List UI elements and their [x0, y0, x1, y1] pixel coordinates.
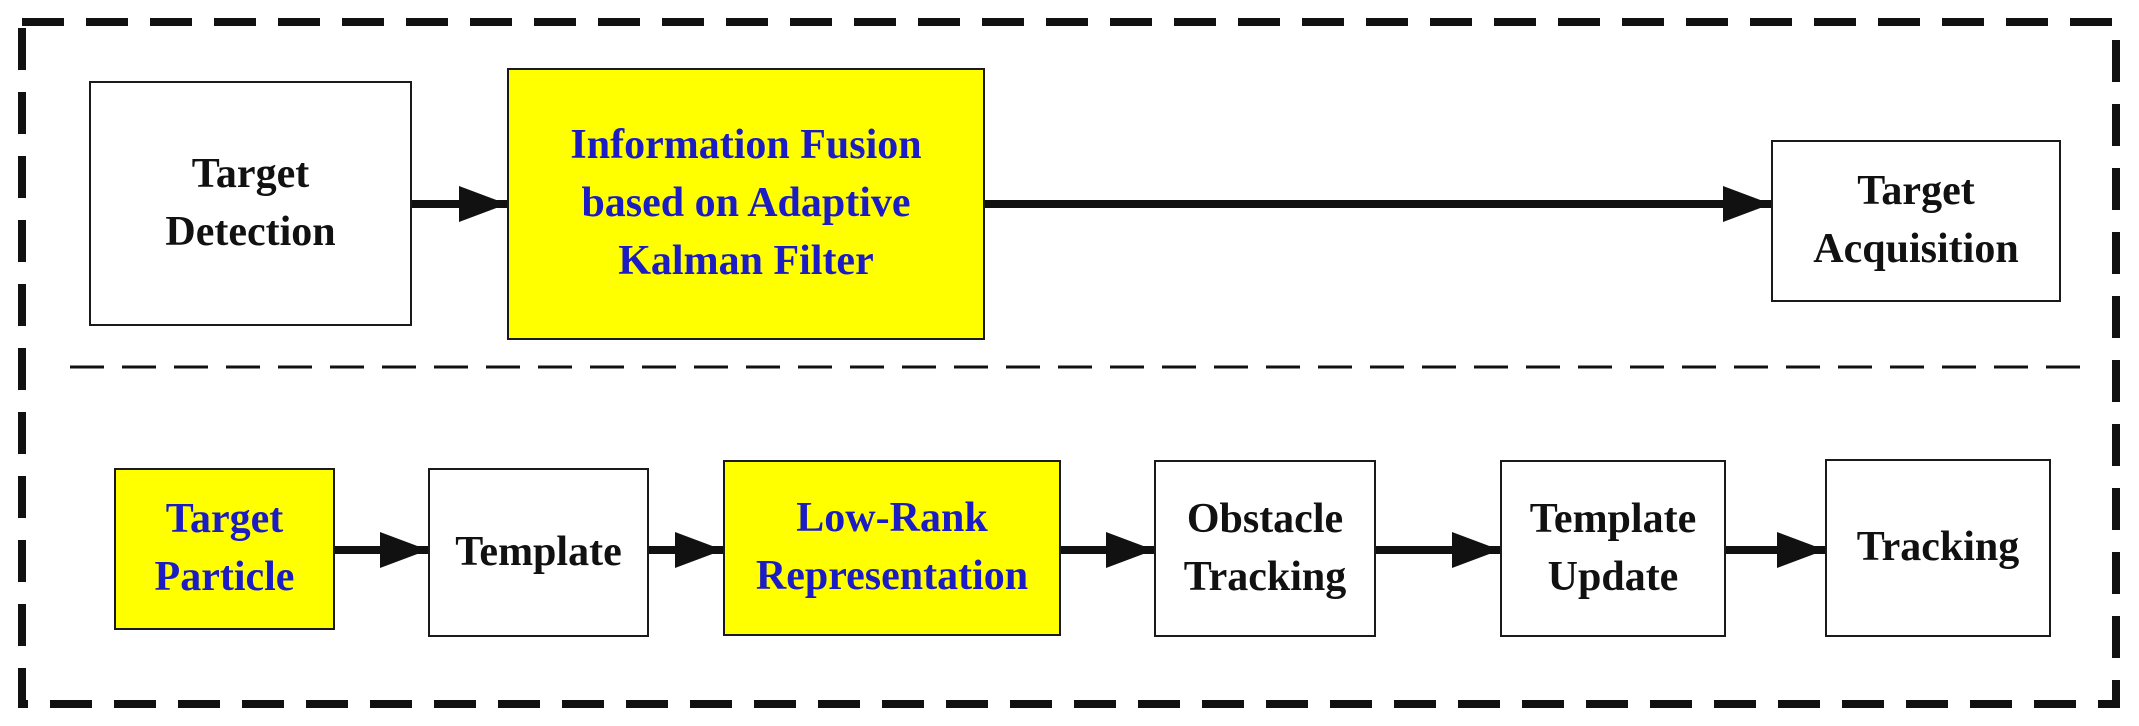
tracking-box: Tracking [1825, 459, 2051, 637]
information-fusion-box: Information Fusion based on Adaptive Kal… [507, 68, 985, 340]
target-particle-box: Target Particle [114, 468, 335, 630]
obstacle-tracking-box: Obstacle Tracking [1154, 460, 1376, 637]
target-detection-box: Target Detection [89, 81, 412, 326]
outer-dashed-border [18, 18, 2120, 708]
template-update-box: Template Update [1500, 460, 1726, 637]
low-rank-representation-box: Low-Rank Representation [723, 460, 1061, 636]
target-acquisition-box: Target Acquisition [1771, 140, 2061, 302]
template-box: Template [428, 468, 649, 637]
